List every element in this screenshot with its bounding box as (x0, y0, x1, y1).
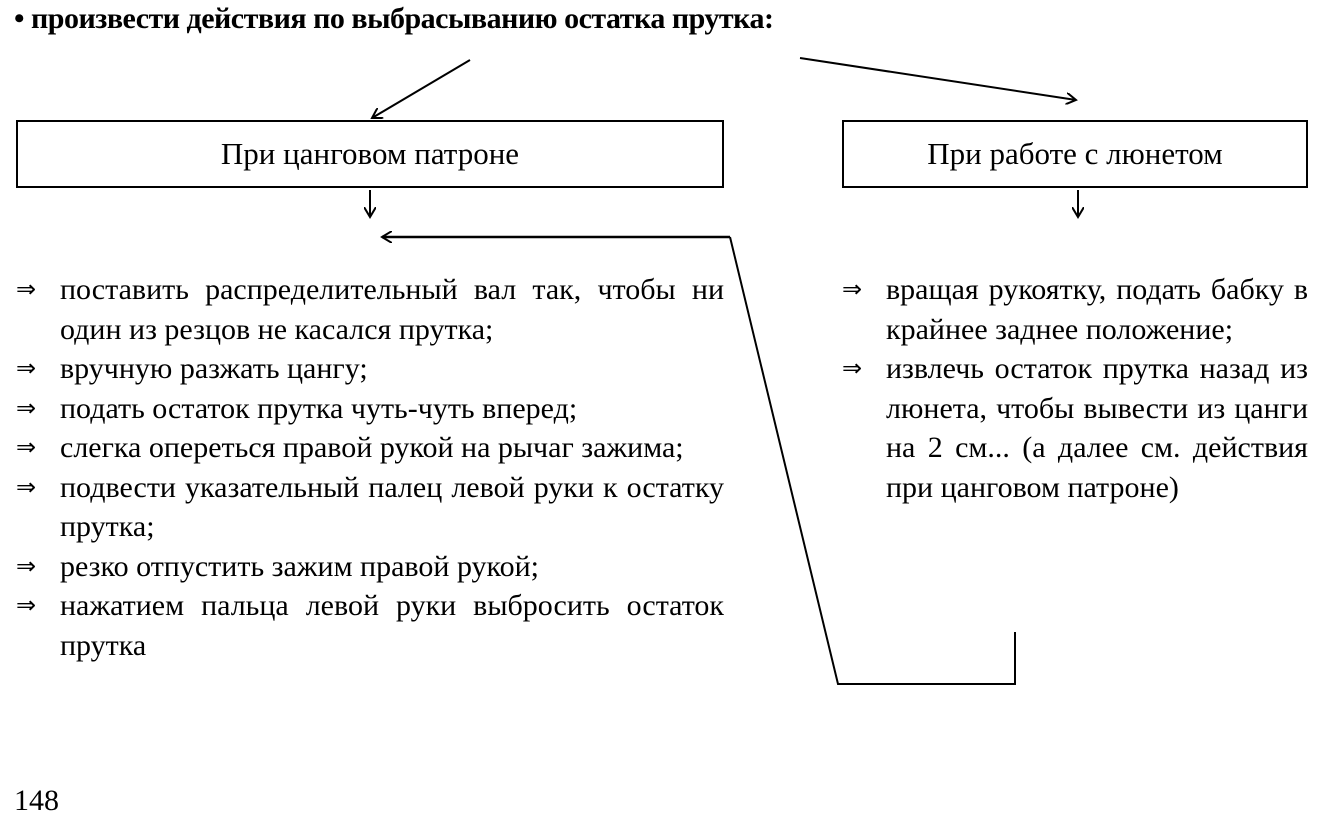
list-item: ⇒подвести указательный палец левой руки … (16, 468, 724, 547)
collet-chuck-box: При цанговом патроне (16, 120, 724, 188)
implies-arrow-icon: ⇒ (842, 275, 863, 303)
steady-rest-box: При работе с люнетом (842, 120, 1308, 188)
list-item: ⇒поставить распределительный вал так, чт… (16, 270, 724, 349)
implies-arrow-icon: ⇒ (16, 433, 37, 461)
implies-arrow-icon: ⇒ (16, 354, 37, 382)
implies-arrow-icon: ⇒ (16, 275, 37, 303)
implies-arrow-icon: ⇒ (16, 591, 37, 619)
return-loop-line (729, 236, 1016, 685)
page-number: 148 (14, 784, 59, 817)
list-item: ⇒вращая рукоятку, подать бабку в крайнее… (842, 270, 1308, 349)
heading-to-left-arrow (372, 59, 471, 118)
list-item: ⇒нажатием пальца левой руки выбросить ос… (16, 586, 724, 665)
list-item: ⇒вручную разжать цангу; (16, 349, 724, 389)
page-heading: • произвести действия по выбрасыванию ос… (14, 2, 774, 35)
heading-to-right-arrow (799, 57, 1076, 100)
list-item: ⇒извлечь остаток прутка назад из люнета,… (842, 349, 1308, 507)
implies-arrow-icon: ⇒ (16, 393, 37, 422)
list-item: ⇒подать остаток прутка чуть-чуть вперед; (16, 389, 724, 429)
list-item: ⇒слегка опереться правой рукой на рычаг … (16, 428, 724, 468)
implies-arrow-icon: ⇒ (16, 551, 37, 580)
steady-rest-steps: ⇒вращая рукоятку, подать бабку в крайнее… (842, 270, 1308, 507)
implies-arrow-icon: ⇒ (842, 354, 863, 382)
collet-chuck-steps: ⇒поставить распределительный вал так, чт… (16, 270, 724, 665)
implies-arrow-icon: ⇒ (16, 472, 37, 501)
list-item: ⇒резко отпустить зажим правой рукой; (16, 547, 724, 587)
